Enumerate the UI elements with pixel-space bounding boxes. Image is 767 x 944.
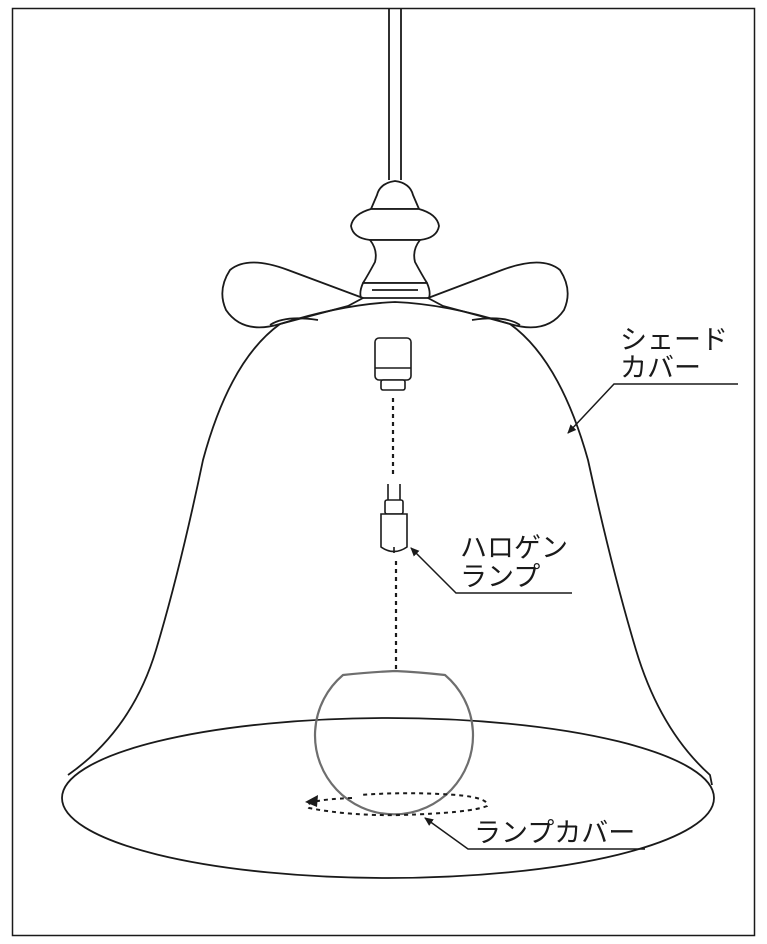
halogen-bulb <box>380 484 408 553</box>
rotation-indicator <box>305 792 489 817</box>
decorative-canopy <box>350 180 440 299</box>
label-halogen-lamp-line2: ランプ <box>460 562 540 593</box>
label-lamp-cover: ランプカバー <box>474 818 635 849</box>
diagram-frame <box>11 7 756 937</box>
leader-halogen-lamp <box>410 547 572 594</box>
lamp-cover-globe <box>313 669 475 816</box>
hanging-cord <box>388 8 402 180</box>
bell-shade <box>67 301 713 786</box>
label-shade-cover-line1: シェード <box>620 325 728 356</box>
label-halogen-lamp-line1: ハロゲン <box>460 533 568 564</box>
shade-rim <box>61 717 715 879</box>
leader-lamp-cover <box>424 817 645 850</box>
assembly-guide-lines <box>391 398 398 670</box>
lamp-socket <box>374 337 412 391</box>
leader-shade-cover <box>567 383 738 434</box>
label-shade-cover-line2: カバー <box>620 353 701 384</box>
